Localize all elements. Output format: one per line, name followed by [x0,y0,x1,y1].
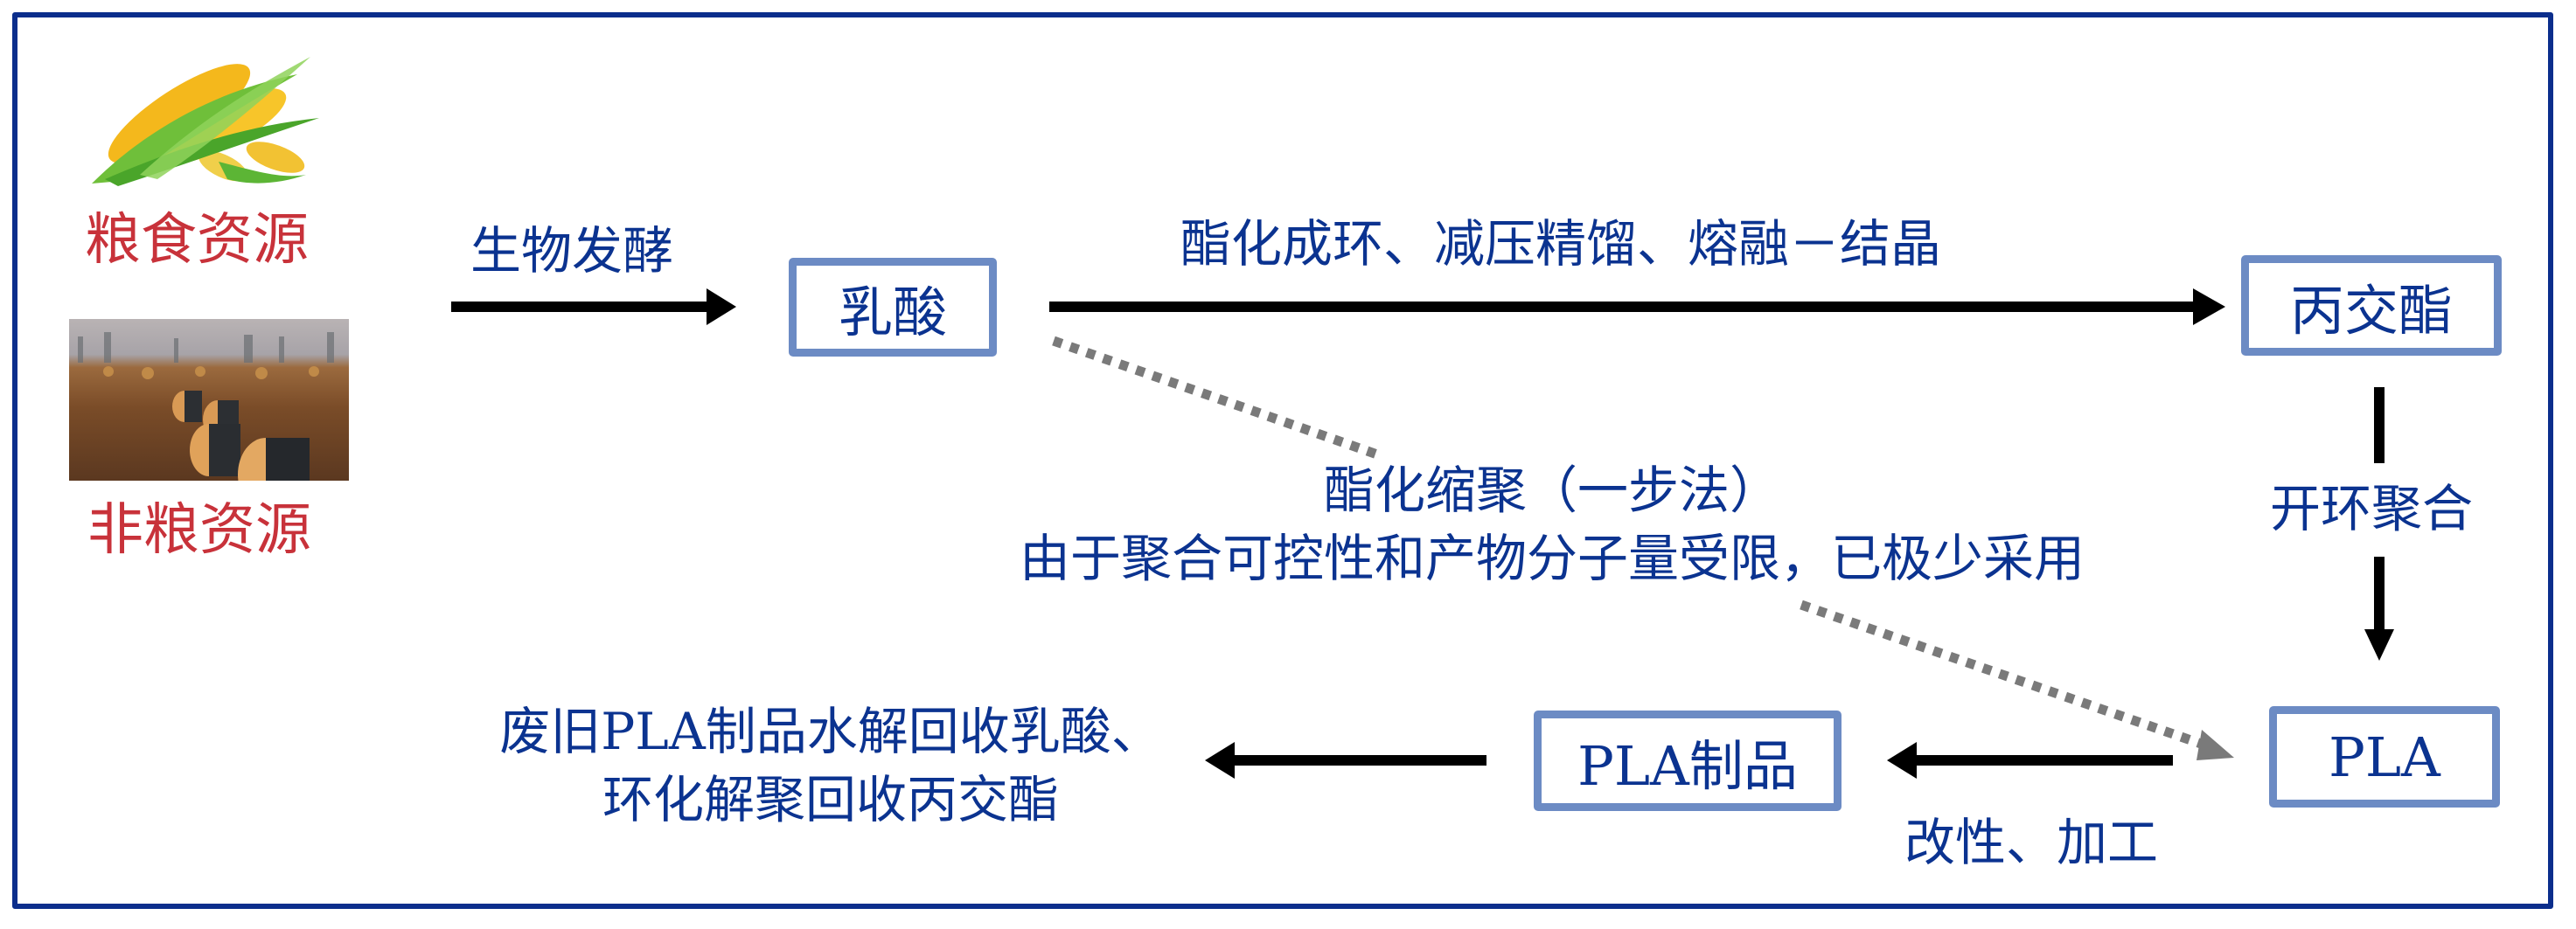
recycling-note: 废旧PLA制品水解回收乳酸、 环化解聚回收丙交酯 [455,706,1207,825]
direct-polycondensation-reason: 由于聚合可控性和产物分子量受限，已极少采用 [1019,529,2085,588]
lactide-node: 丙交酯 [2241,255,2502,356]
lactide-label: 丙交酯 [2289,278,2453,343]
direct-polycondensation-title: 酯化缩聚（一步法） [1323,461,1780,520]
direct-polycondensation-dotted-arrow [1052,336,2234,760]
fermentation-arrow [451,288,736,325]
straw-bales-field-image [69,319,349,481]
non-grain-source-label: 非粮资源 [87,498,311,563]
pla-products-label: PLA制品 [1577,733,1798,798]
ring-opening-arrow [2364,557,2394,661]
recycling-line-1: 废旧PLA制品水解回收乳酸、 [499,702,1162,761]
modification-label: 改性、加工 [1904,813,2159,872]
cyclization-label: 酯化成环、减压精馏、熔融－结晶 [1180,214,1942,274]
cyclization-arrow [1049,288,2225,325]
direct-polycondensation-note: 酯化缩聚（一步法） 由于聚合可控性和产物分子量受限，已极少采用 [874,465,2230,584]
fermentation-label: 生物发酵 [470,221,674,281]
modification-arrow [1887,742,2173,779]
recycling-line-2: 环化解聚回收丙交酯 [602,770,1059,829]
diagram-frame [12,12,2553,909]
lactic-acid-node: 乳酸 [789,258,997,357]
grain-source-label: 粮食资源 [85,208,309,273]
lactic-acid-label: 乳酸 [838,280,947,344]
corn-image [87,31,324,188]
pla-label: PLA [2329,724,2440,789]
recycling-arrow [1205,742,1486,779]
ring-opening-label: 开环聚合 [2270,479,2474,538]
pla-products-node: PLA制品 [1534,711,1841,811]
pla-node: PLA [2269,706,2500,808]
